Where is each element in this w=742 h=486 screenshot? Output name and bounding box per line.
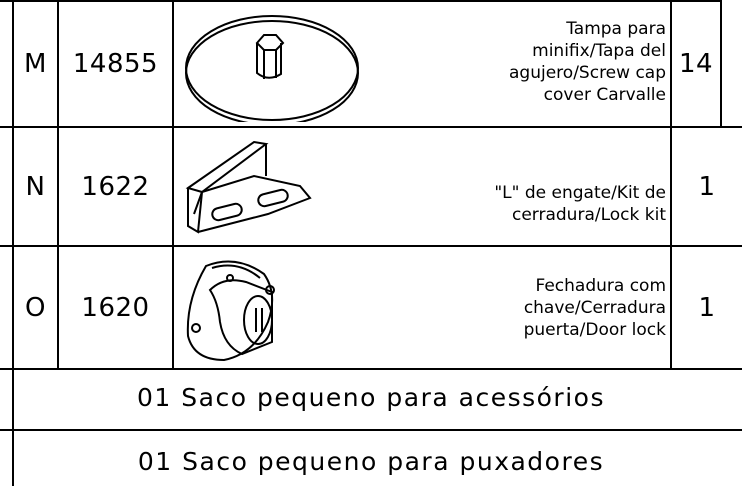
part-quantity: 1 [698,171,716,202]
part-description: "L" de engate/Kit de cerradura/Lock kit [494,183,666,225]
table-border-left [12,0,14,486]
column-divider [670,0,672,368]
column-divider [172,0,174,368]
row-divider [0,126,742,128]
table-border-top [0,0,722,2]
handles-bag-note: 01 Saco pequeno para puxadores [137,447,605,476]
part-code: 1622 [81,171,150,202]
lock-kit-bracket-icon [185,140,312,234]
part-code: 1620 [81,292,150,323]
part-code: 14855 [72,49,159,79]
door-lock-icon [186,260,275,362]
part-description: Fechadura com chave/Cerradura puerta/Doo… [523,276,666,340]
row-divider [0,245,742,247]
part-quantity: 1 [698,292,716,323]
table-border-right [720,0,722,126]
row-divider [0,429,742,431]
part-letter: N [25,171,46,202]
part-letter: O [25,292,46,323]
part-letter: M [24,49,47,79]
accessories-bag-note: 01 Saco pequeno para acessórios [137,383,605,412]
part-description: Tampa para minifix/Tapa del agujero/Scre… [509,19,666,105]
row-divider [0,368,742,370]
column-divider [57,0,59,368]
screw-cap-cover-icon [185,15,359,122]
part-quantity: 14 [678,49,714,79]
